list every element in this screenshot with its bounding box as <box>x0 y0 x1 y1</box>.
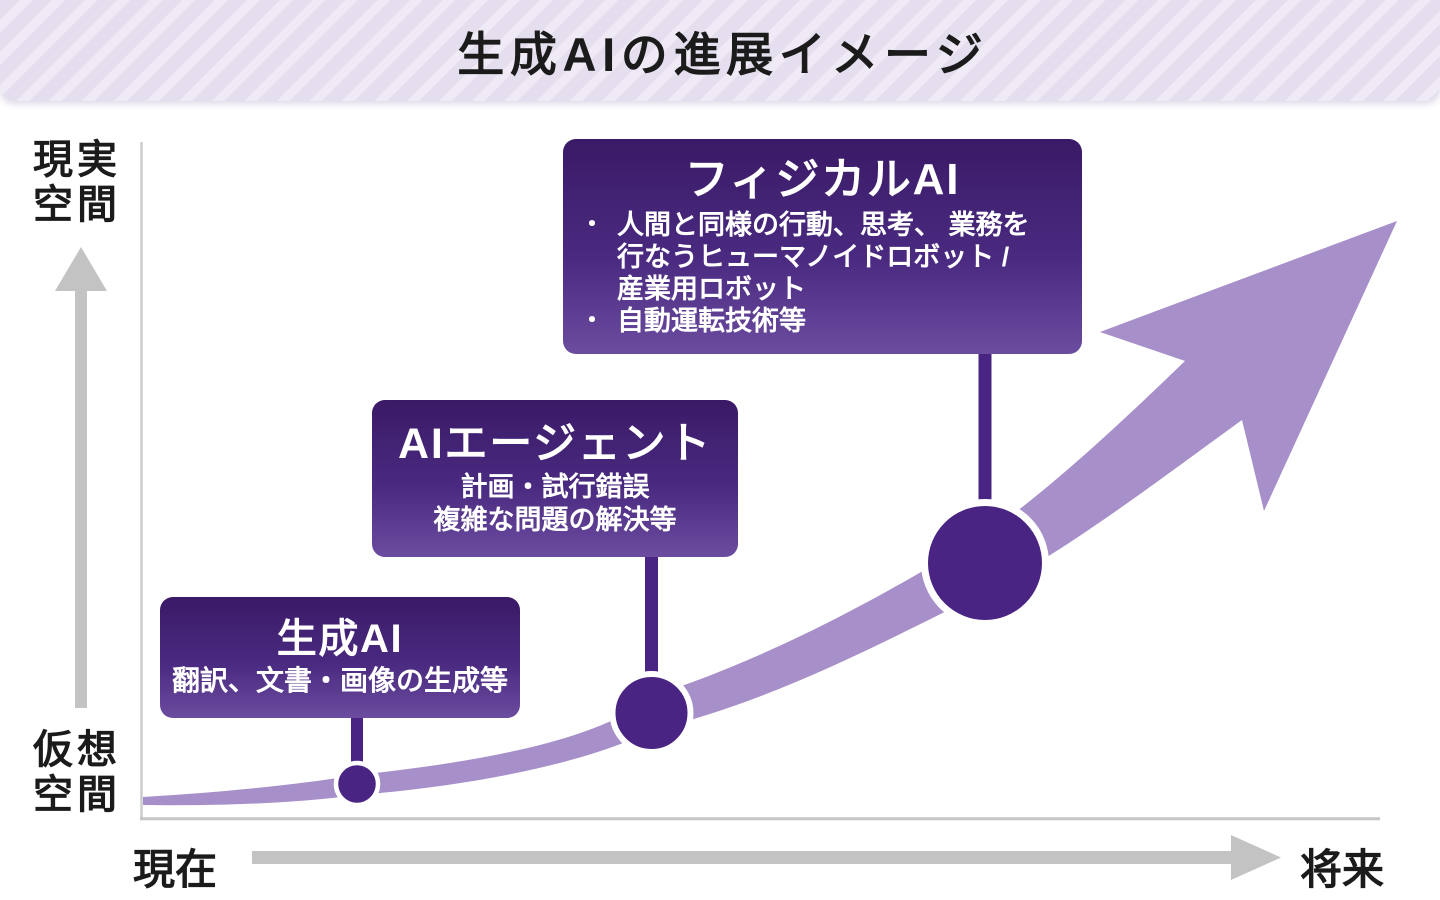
milestone-dot-ai-agent <box>609 671 694 755</box>
x-axis-right-label: 将来 <box>1300 846 1385 893</box>
milestone-dot-physical-ai <box>921 499 1049 627</box>
bullet-line: 人間と同様の行動、思考、 業務を <box>617 210 1030 241</box>
up-arrow-icon <box>55 247 107 708</box>
bullet-item-robots: ・ 人間と同様の行動、思考、 業務を 行なうヒューマノイドロボット / 産業用ロ… <box>580 209 1070 305</box>
callout-box-physical-ai: フィジカルAI ・ 人間と同様の行動、思考、 業務を 行なうヒューマノイドロボッ… <box>563 139 1082 354</box>
y-axis-top-label: 現実 空間 <box>33 138 121 228</box>
y-axis-bottom-label-line1: 仮想 <box>33 728 121 772</box>
y-axis-bottom-label: 仮想 空間 <box>33 728 121 818</box>
right-arrow-icon <box>252 835 1281 880</box>
y-axis-bottom-label-line2: 空間 <box>33 773 121 818</box>
box-subtitle-gen-ai: 翻訳、文書・画像の生成等 <box>171 665 508 697</box>
milestone-dot-gen-ai <box>333 760 381 808</box>
box-title-ai-agent: AIエージェント <box>398 419 712 468</box>
bullet-line: 行なうヒューマノイドロボット / <box>617 242 1010 273</box>
box-title-gen-ai: 生成AI <box>276 616 404 661</box>
box-subtitle-ai-agent: 計画・試行錯誤 複雑な問題の解決等 <box>434 471 677 537</box>
x-axis-left-label: 現在 <box>133 846 218 893</box>
callout-box-gen-ai: 生成AI 翻訳、文書・画像の生成等 <box>160 597 520 718</box>
box-subtitle-line2: 複雑な問題の解決等 <box>433 505 677 536</box>
bullet-marker: ・ <box>580 211 604 239</box>
bullet-item-driving: ・ 自動運転技術等 <box>580 305 1070 337</box>
growth-curve-arrow <box>143 221 1397 806</box>
y-axis-top-label-line2: 空間 <box>33 183 121 228</box>
box-title-physical-ai: フィジカルAI <box>684 155 961 205</box>
y-axis-top-label-line1: 現実 <box>33 138 121 182</box>
bullet-list: ・ 人間と同様の行動、思考、 業務を 行なうヒューマノイドロボット / 産業用ロ… <box>563 206 1082 338</box>
callout-box-ai-agent: AIエージェント 計画・試行錯誤 複雑な問題の解決等 <box>372 400 738 557</box>
bullet-line: 自動運転技術等 <box>617 306 806 337</box>
bullet-marker: ・ <box>580 307 604 335</box>
box-subtitle-line1: 計画・試行錯誤 <box>460 472 650 503</box>
page-title: 生成AIの進展イメージ <box>457 28 989 81</box>
bullet-line: 産業用ロボット <box>617 274 806 305</box>
header-banner: 生成AIの進展イメージ <box>0 0 1440 101</box>
